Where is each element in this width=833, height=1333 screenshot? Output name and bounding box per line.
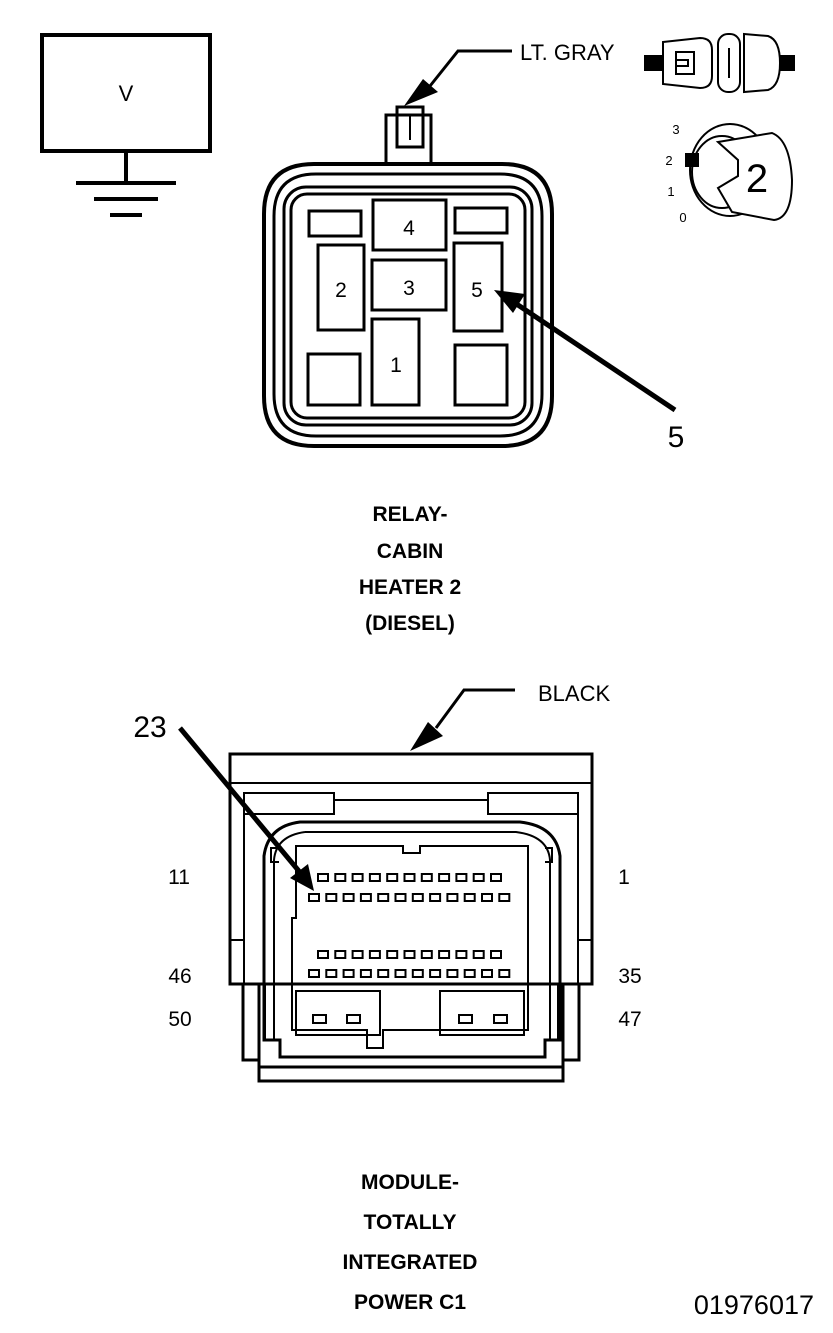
pin-number-top-right: 1 (618, 866, 630, 889)
key-number: 2 (746, 157, 768, 201)
pin-cavity (377, 969, 390, 978)
pin-cavity (463, 969, 476, 978)
key-position-label: 0 (679, 210, 686, 225)
module-caption-line: INTEGRATED (343, 1251, 478, 1274)
pin-number-top-left: 11 (168, 866, 190, 889)
relay-caption-line: RELAY- (372, 503, 447, 526)
pin-cavity (455, 950, 468, 959)
pin-cavity (411, 969, 424, 978)
relay-caption-line: HEATER 2 (359, 576, 461, 599)
pin-cavity (308, 969, 320, 978)
key-position-label: 2 (665, 153, 672, 168)
pin-cavity (429, 893, 442, 902)
relay-wire-color: LT. GRAY (520, 40, 615, 65)
pin-cavity (368, 873, 381, 882)
pin-cavity (420, 873, 433, 882)
ignition-key-icon (685, 123, 794, 222)
pin-cavity (481, 969, 493, 978)
pin-cavity (438, 873, 451, 882)
pin-cavity (342, 969, 355, 978)
pin-cavity (351, 873, 364, 882)
pin-cavity (403, 873, 416, 882)
module-callout-number: 23 (133, 711, 166, 744)
relay-callout-arrow (494, 290, 677, 413)
pin-number-mid-left: 46 (168, 965, 191, 988)
pin-cavity (359, 969, 372, 978)
pin-cavity (498, 969, 511, 978)
voltage-label: V (119, 81, 134, 106)
module-caption-line: POWER C1 (354, 1291, 466, 1314)
pin-cavity (359, 893, 372, 902)
relay-callout-number: 5 (668, 421, 685, 454)
pin-cavity (394, 893, 407, 902)
module-connector (228, 752, 594, 1083)
pin-cavity (472, 950, 485, 959)
pin-cavity (325, 969, 338, 978)
pin-cavity (334, 873, 347, 882)
module-wire-leader (410, 688, 515, 751)
pin-cavity (455, 873, 468, 882)
pin-cavity (472, 873, 485, 882)
module-pin-field (308, 873, 511, 978)
relay-caption-line: (DIESEL) (365, 612, 455, 635)
key-position-label: 3 (672, 122, 679, 137)
relay-caption-line: CABIN (377, 540, 444, 563)
pin-cavity (490, 873, 502, 882)
pin-cavity (446, 893, 459, 902)
pin-cavity (429, 969, 442, 978)
pin-cavity (377, 893, 390, 902)
pin-number-bot-right: 47 (618, 1008, 641, 1031)
module-caption-line: MODULE- (361, 1171, 459, 1194)
pin-cavity (420, 950, 433, 959)
relay-wire-leader (404, 49, 512, 106)
pin-cavity (334, 950, 347, 959)
pin-cavity (498, 893, 511, 902)
pin-cavity (386, 873, 399, 882)
key-position-label: 1 (667, 184, 674, 199)
pin-number-mid-right: 35 (618, 965, 641, 988)
pin-cavity (490, 950, 502, 959)
relay-cavity-label: 4 (403, 217, 415, 240)
pin-cavity (463, 893, 476, 902)
relay-cavity-label: 5 (471, 279, 483, 302)
pin-cavity (317, 873, 329, 882)
module-caption-line: TOTALLY (364, 1211, 457, 1234)
pin-cavity (386, 950, 399, 959)
relay-cavity-label: 3 (403, 277, 415, 300)
module-wire-color: BLACK (538, 681, 610, 706)
relay-cavity-label: 1 (390, 354, 402, 377)
pin-cavity (403, 950, 416, 959)
pin-number-bot-left: 50 (168, 1008, 191, 1031)
pin-cavity (317, 950, 329, 959)
pin-cavity (438, 950, 451, 959)
figure-id: 01976017 (694, 1290, 814, 1320)
connector-pair-icon (644, 32, 795, 94)
pin-cavity (481, 893, 493, 902)
voltage-symbol: V (40, 33, 212, 217)
pin-cavity (325, 893, 338, 902)
pin-cavity (446, 969, 459, 978)
pin-cavity (342, 893, 355, 902)
pin-cavity (351, 950, 364, 959)
pin-cavity (394, 969, 407, 978)
relay-connector (262, 105, 554, 448)
module-callout-arrow (178, 726, 314, 891)
pin-cavity (308, 893, 320, 902)
pin-cavity (411, 893, 424, 902)
relay-cavity-label: 2 (335, 279, 347, 302)
pin-cavity (368, 950, 381, 959)
